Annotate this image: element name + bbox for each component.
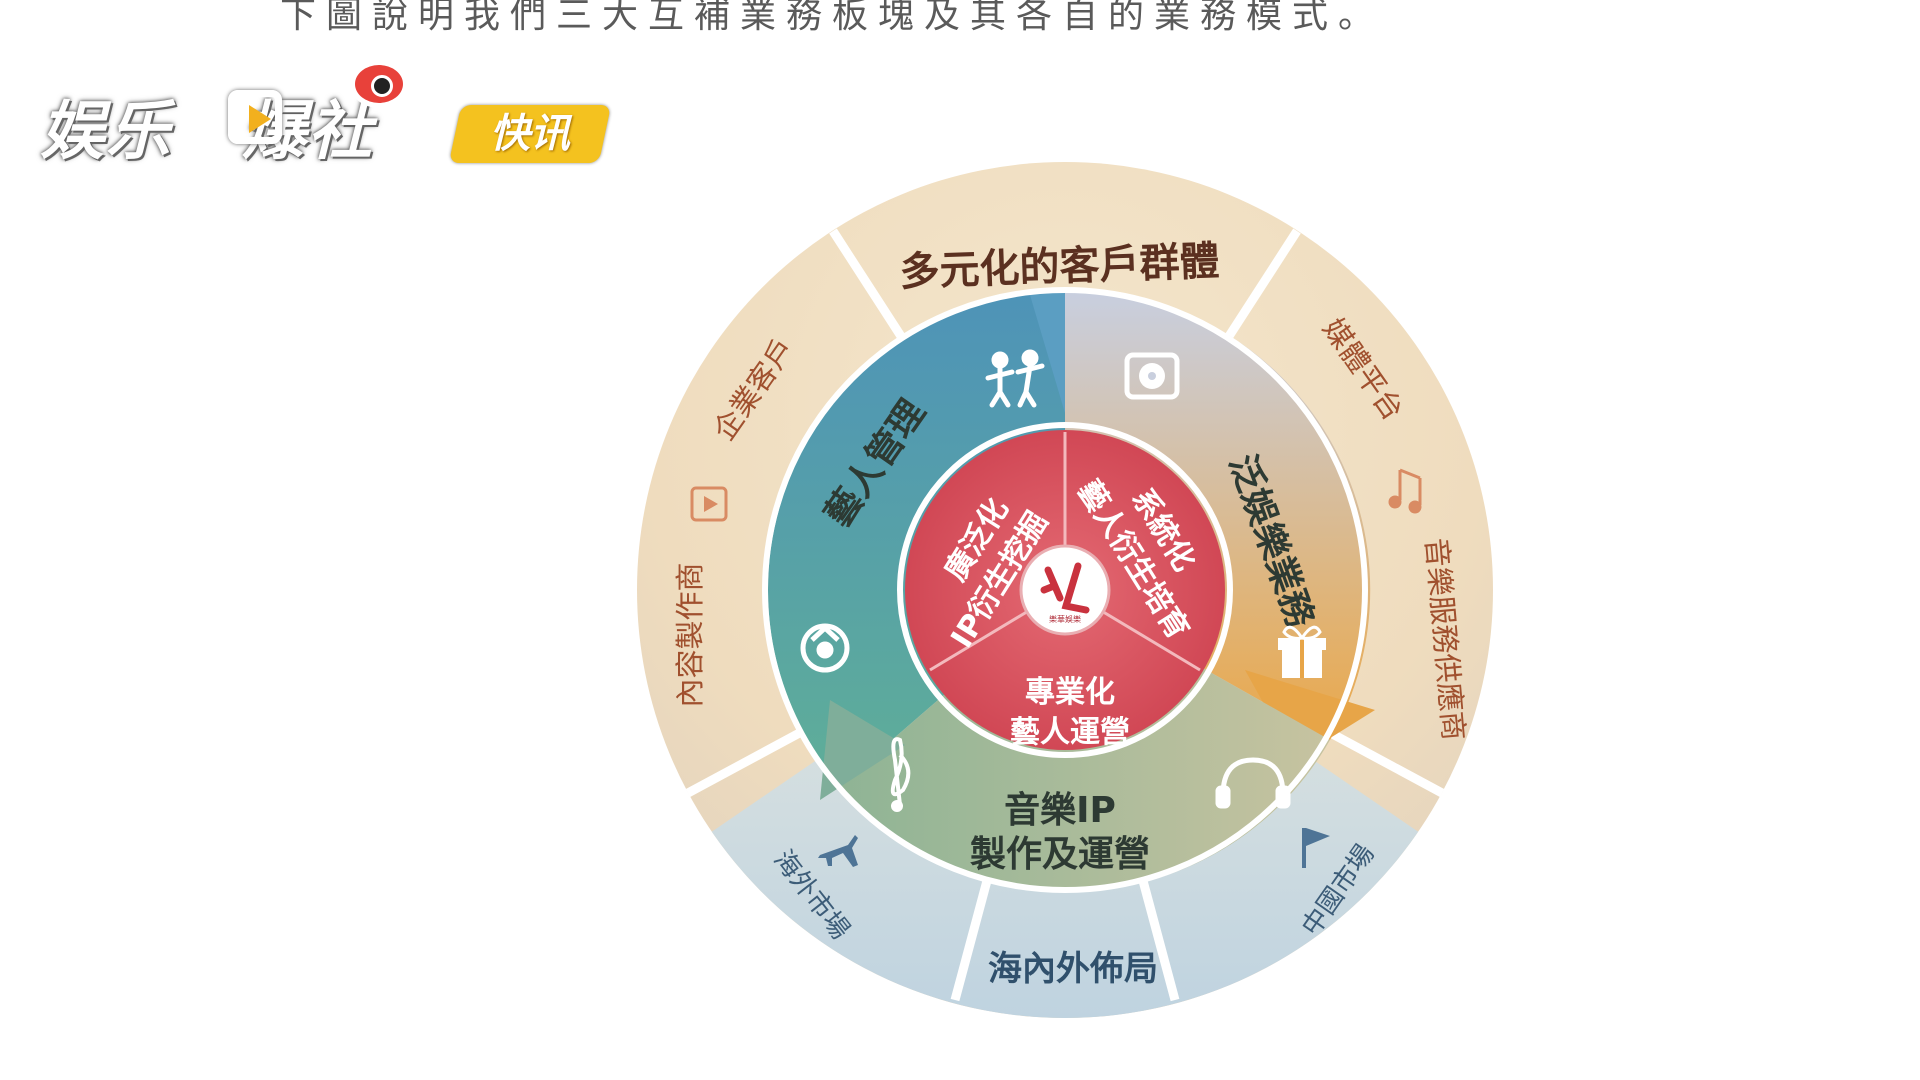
- airplane-icon: [818, 835, 858, 867]
- outer-label-content: 內容製作商: [673, 562, 707, 707]
- outer-label-bottom: 海內外佈局: [988, 949, 1158, 989]
- flag-icon: [1302, 828, 1330, 868]
- middle-label-music-line1: 音樂IP: [1004, 790, 1116, 831]
- center-logo-mark: [1040, 562, 1090, 614]
- middle-dividers: [762, 287, 1368, 893]
- play-icon-outer: [690, 486, 728, 522]
- music-ip-arrow: [820, 700, 905, 800]
- headphones-icon: [1215, 757, 1291, 809]
- music-note-icon: [1388, 468, 1422, 514]
- weibo-eye-icon: [350, 60, 408, 108]
- page-caption: 下圖說明我們三大互補業務板塊及其各自的業務模式。: [280, 0, 1385, 36]
- watermark-logo: 娱乐爆社 快讯: [30, 50, 612, 170]
- outer-label-top: 多元化的客戶群體: [899, 238, 1220, 295]
- middle-label-music-line2: 製作及運營: [970, 834, 1150, 875]
- inner-label-bottom-line1: 專業化: [1025, 675, 1115, 710]
- watermark-brand-text: 娱乐: [40, 95, 172, 169]
- play-icon: [228, 90, 282, 144]
- people-icon: [985, 349, 1045, 408]
- gift-icon: [1278, 625, 1326, 678]
- entertainment-arrow: [1245, 670, 1375, 760]
- treble-clef-icon: [890, 737, 911, 812]
- center-logo-text: 樂華娛樂: [1049, 614, 1081, 624]
- inner-label-bottom-line2: 藝人運營: [1010, 715, 1130, 750]
- core-dividers: [929, 432, 1201, 672]
- vinyl-icon: [1124, 352, 1180, 400]
- recycle-icon: [800, 623, 850, 673]
